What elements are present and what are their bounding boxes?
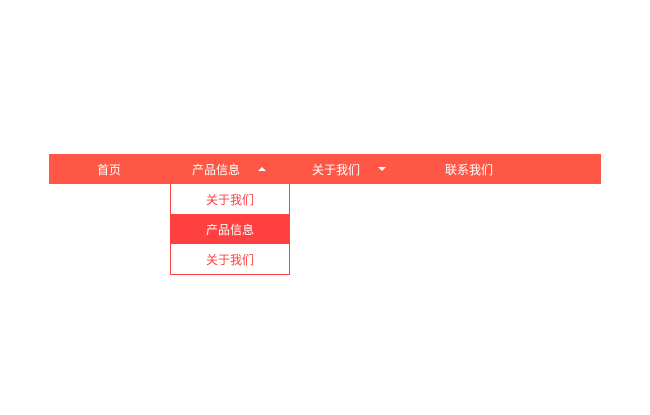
nav-item-home[interactable]: 首页 — [49, 154, 169, 184]
nav-item-label: 产品信息 — [191, 162, 240, 177]
nav-item-about[interactable]: 关于我们 — [289, 154, 409, 184]
dropdown-item-products[interactable]: 产品信息 — [171, 214, 289, 244]
products-dropdown-menu: 关于我们 产品信息 关于我们 — [170, 184, 290, 275]
dropdown-item-about[interactable]: 关于我们 — [205, 192, 254, 207]
nav-item-label: 首页 — [96, 162, 121, 177]
nav-item-label: 联系我们 — [444, 162, 493, 177]
caret-up-icon — [258, 167, 266, 171]
dropdown-item-about-2[interactable]: 关于我们 — [205, 252, 254, 267]
nav-item-label: 关于我们 — [311, 162, 360, 177]
nav-item-contact[interactable]: 联系我们 — [409, 154, 529, 184]
nav-item-products[interactable]: 产品信息 — [169, 154, 289, 184]
nav-bar: 首页 产品信息 关于我们 联系我们 — [49, 154, 601, 184]
caret-down-icon — [378, 167, 386, 171]
